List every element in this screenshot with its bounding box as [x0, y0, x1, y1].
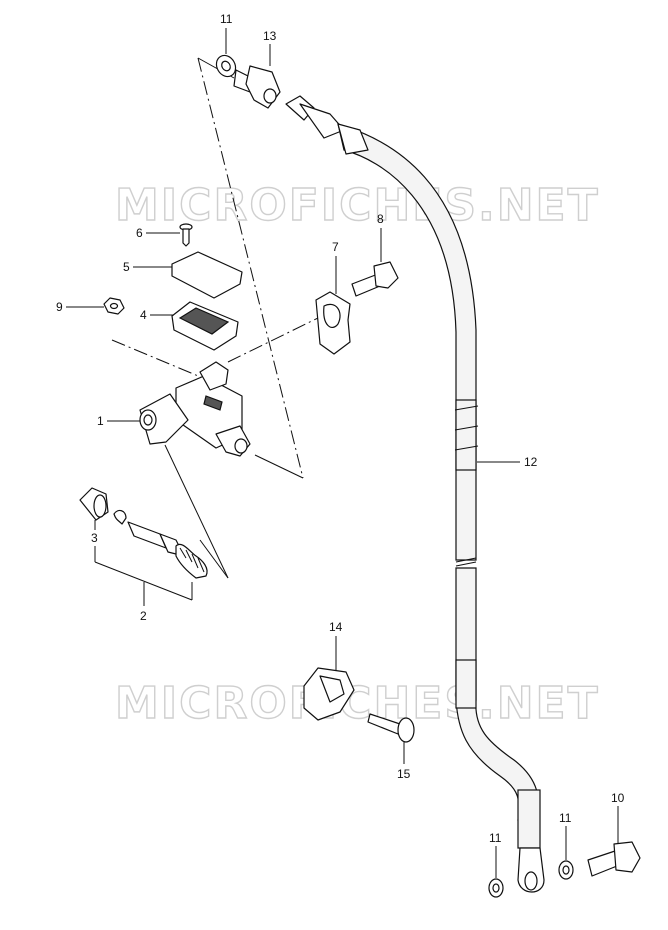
union-bolt: [233, 65, 281, 109]
watermark-bottom: MICROFICHES.NET: [115, 678, 600, 729]
callout-15: 15: [397, 767, 411, 781]
callout-2: 2: [140, 609, 147, 623]
union-bolt-bottom: [587, 841, 641, 877]
callout-12: 12: [524, 455, 538, 469]
washer-bottom-right: [558, 860, 574, 880]
washer-bottom-left: [488, 878, 504, 898]
callout-8: 8: [377, 212, 384, 226]
reservoir-screw: [179, 223, 193, 247]
callout-11-bottom-right: 11: [559, 811, 572, 825]
callout-1: 1: [97, 414, 104, 428]
leader-lines: [66, 28, 619, 878]
callout-5: 5: [123, 260, 130, 274]
callout-6: 6: [136, 226, 143, 240]
callout-9: 9: [56, 300, 63, 314]
master-cylinder-body: [139, 361, 251, 457]
callout-13: 13: [263, 29, 277, 43]
handlebar-clamp: [315, 291, 351, 355]
piston-kit: [79, 487, 208, 579]
callout-4: 4: [140, 308, 147, 322]
hose-guide: [303, 667, 355, 721]
diaphragm-plate: [171, 301, 239, 351]
callout-3: 3: [91, 531, 98, 545]
assembly-guide-lines: [111, 57, 319, 579]
callout-14: 14: [329, 620, 343, 634]
callout-11-top: 11: [220, 12, 233, 26]
callout-labels: 11 13 6 5 4 9 1 7 8 3 2 12 14 15 11 11 1…: [56, 12, 625, 845]
brake-hose: [285, 95, 545, 893]
washer-top: [215, 54, 237, 78]
hex-nut: [103, 297, 125, 315]
watermark-top: MICROFICHES.NET: [115, 180, 600, 231]
callout-7: 7: [332, 240, 339, 254]
callout-10: 10: [611, 791, 625, 805]
reservoir-cap: [171, 251, 243, 299]
guide-bolt: [367, 713, 415, 743]
clamp-bolt: [351, 261, 399, 297]
callout-11-bottom-left: 11: [489, 831, 502, 845]
